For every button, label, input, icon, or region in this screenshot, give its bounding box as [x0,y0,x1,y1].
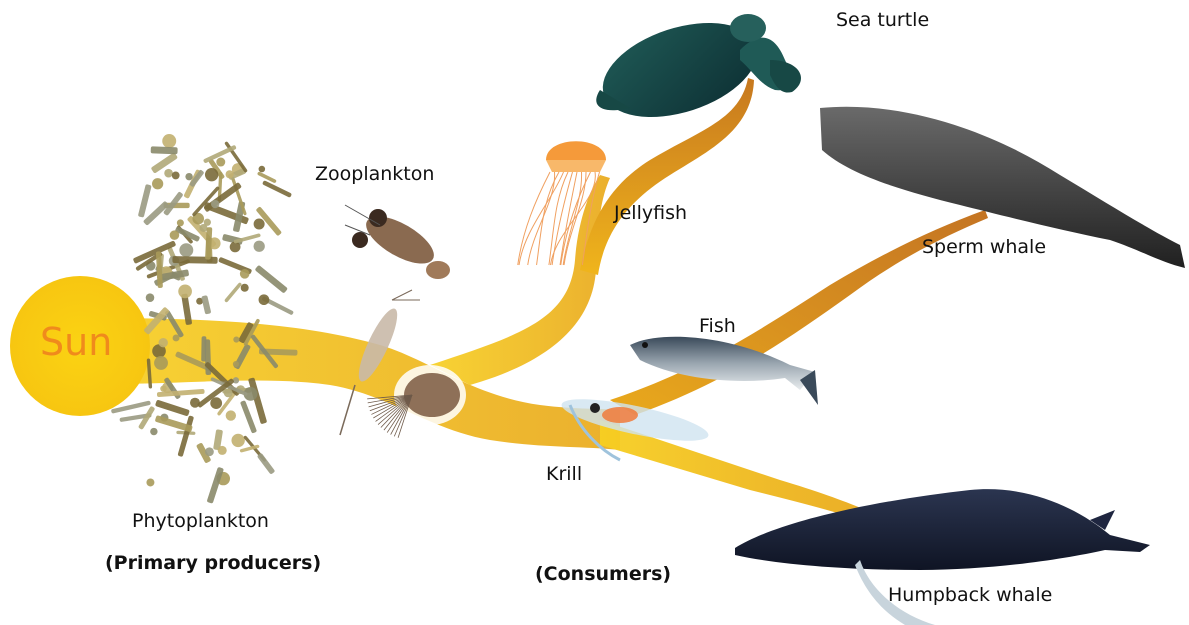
zooplankton-illustration [340,205,466,438]
consumers-label: (Consumers) [535,563,671,585]
phytoplankton-cell [177,415,194,457]
phytoplankton-cell [146,478,154,486]
phytoplankton-cell [241,284,249,292]
phytoplankton-cell [138,184,152,218]
phytoplankton-cell [240,269,250,279]
fish-label: Fish [699,315,736,337]
phytoplankton-cell [173,334,180,341]
phytoplankton-cell [224,282,242,303]
krill-label: Krill [546,463,582,485]
phytoplankton-cell [160,385,166,391]
phytoplankton-cell [254,218,265,229]
phytoplankton-cell [207,467,224,504]
phytoplankton-cell [150,428,157,435]
phytoplankton-cell [224,388,233,397]
phytoplankton-cell [257,453,276,475]
phytoplankton-cell [164,169,173,178]
phytoplankton-cell [177,219,184,226]
phytoplankton-cell [185,173,192,180]
phytoplankton-cell [154,356,168,370]
sea-turtle-illustration [591,5,801,134]
humpback-whale-label: Humpback whale [888,584,1052,606]
jellyfish-tentacle [537,172,559,265]
jellyfish-label: Jellyfish [614,202,687,224]
phytoplankton-cell [170,230,180,240]
phytoplankton-cell [211,200,219,208]
phytoplankton-cell [233,361,239,367]
primary-producers-label: (Primary producers) [105,552,321,574]
phytoplankton-cell [159,338,168,347]
phytoplankton-cell [254,241,265,252]
phytoplankton-cell [201,295,211,314]
phytoplankton-cell [259,294,270,305]
phytoplankton-cell [226,410,236,420]
phytoplankton-cell [155,400,190,417]
sperm-whale-label: Sperm whale [922,236,1046,258]
phytoplankton-cell [199,224,207,232]
phytoplankton-cell [226,170,234,178]
phytoplankton-cell [178,285,192,299]
sea-turtle-label: Sea turtle [836,9,929,31]
phytoplankton-cell [210,397,222,409]
phytoplankton-cell [179,243,193,257]
phytoplankton-cell [172,256,217,264]
phytoplankton-cell [233,336,239,342]
jellyfish-tentacle [519,172,563,265]
phytoplankton-cell [172,172,180,180]
phytoplankton-cell [262,180,292,198]
zooplankton-label: Zooplankton [315,163,434,185]
phytoplankton-cell [255,265,288,294]
phytoplankton-cell [205,447,214,456]
phytoplankton-cell [218,446,227,455]
phytoplankton-cell [233,377,239,383]
sun-label: Sun [40,320,112,364]
phytoplankton-cell [259,166,266,173]
phytoplankton-cell [162,134,176,148]
phytoplankton-cell [152,178,163,189]
phytoplankton-cell [151,152,178,174]
phytoplankton-cell [231,434,244,447]
phytoplankton-cell [205,168,218,181]
phytoplankton-cell [146,293,155,302]
phytoplankton-cell [216,158,225,167]
phytoplankton-cell [151,146,178,154]
phytoplankton-label: Phytoplankton [132,510,269,532]
phytoplankton-cell [240,400,257,434]
